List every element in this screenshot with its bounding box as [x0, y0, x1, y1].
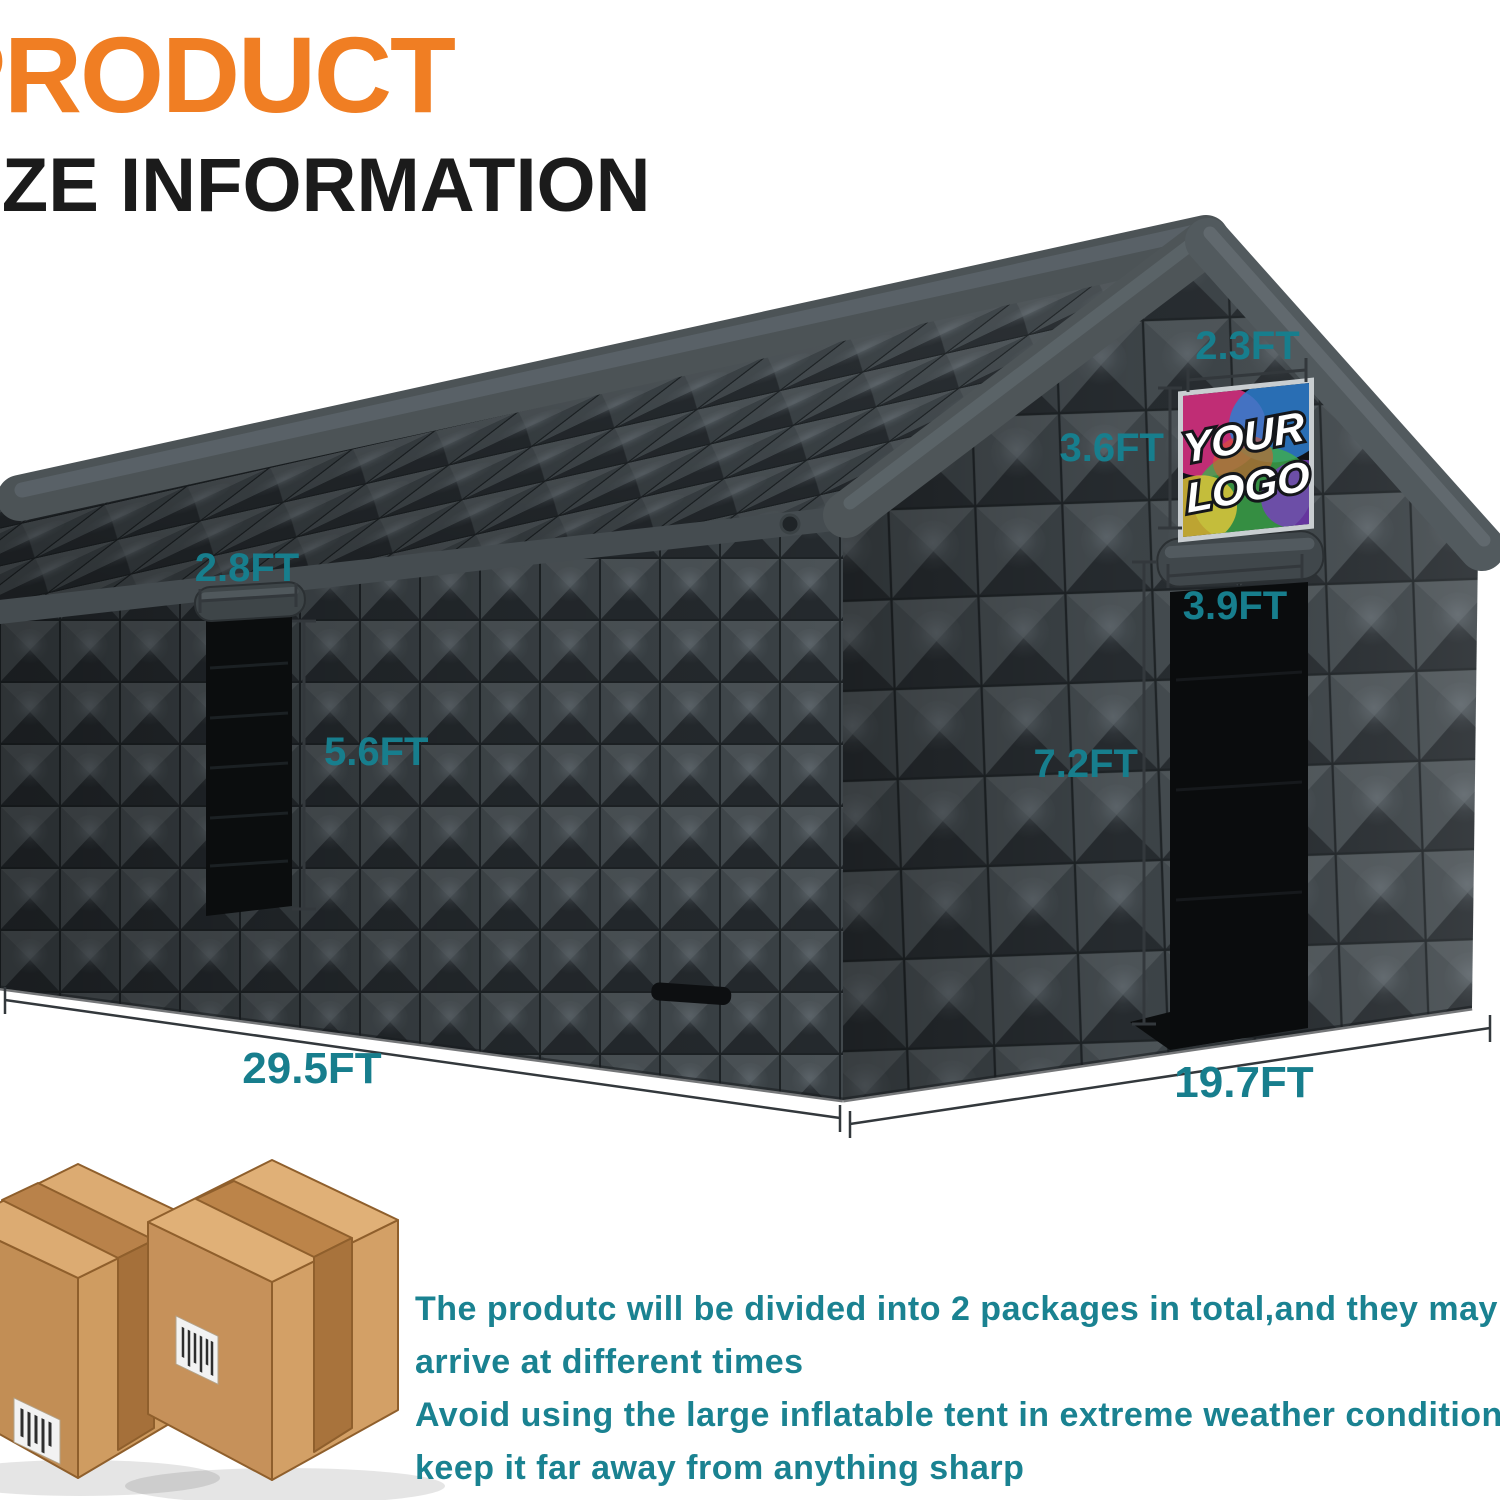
box-front: [147, 1159, 399, 1481]
dim-side-door-height: [292, 619, 316, 911]
dim-label-side-door-width: 2.8FT: [194, 546, 300, 590]
dim-label-logo-height: 3.6FT: [1059, 426, 1164, 470]
dim-logo-width: [1186, 358, 1308, 392]
tent-front-wall: [843, 232, 1478, 1100]
dim-label-side-door-height: 5.6FT: [324, 730, 429, 774]
dim-tent-length: [3, 987, 842, 1132]
side-door-roll: [193, 581, 306, 622]
dim-label-tent-length: 29.5FT: [242, 1044, 382, 1093]
tent-roof: [0, 232, 1213, 612]
front-door: [1130, 530, 1325, 1050]
dim-label-logo-width: 2.3FT: [1195, 324, 1300, 368]
logo-sign-art: [1183, 383, 1309, 537]
tent-details: [651, 513, 801, 1005]
dim-label-tent-width: 19.7FT: [1174, 1058, 1314, 1107]
note-line-4: keep it far away from anything sharp: [415, 1449, 1025, 1487]
dim-front-door-height: [1132, 560, 1156, 1026]
note-line-2: arrive at different times: [415, 1343, 804, 1381]
product-title: PRODUCT: [0, 14, 456, 135]
note-line-3: Avoid using the large inflatable tent in…: [415, 1396, 1500, 1434]
roof-tubes: [0, 215, 1500, 624]
dim-side-door-width: [198, 583, 298, 613]
blower-port: [779, 513, 801, 535]
dimension-lines: [3, 358, 1492, 1138]
barcode-label-rear: [13, 1397, 61, 1465]
logo-sign: YOUR LOGO: [1178, 377, 1315, 543]
size-info-title: SIZE INFORMATION: [0, 143, 651, 228]
tent-base-edges: [0, 985, 1473, 1103]
dim-label-front-door-width: 3.9FT: [1182, 584, 1288, 628]
dim-front-door-width: [1166, 554, 1304, 588]
note-line-1: The produtc will be divided into 2 packa…: [415, 1290, 1498, 1328]
shipping-boxes: [0, 1159, 445, 1500]
dim-logo-height: [1158, 386, 1182, 530]
side-door: [193, 581, 306, 916]
anchor-strap: [651, 982, 732, 1005]
barcode-label-front: [175, 1315, 219, 1385]
inflatable-tent: YOUR LOGO: [0, 215, 1500, 1103]
dim-label-front-door-height: 7.2FT: [1033, 742, 1138, 786]
dim-tent-width: [848, 1015, 1492, 1138]
